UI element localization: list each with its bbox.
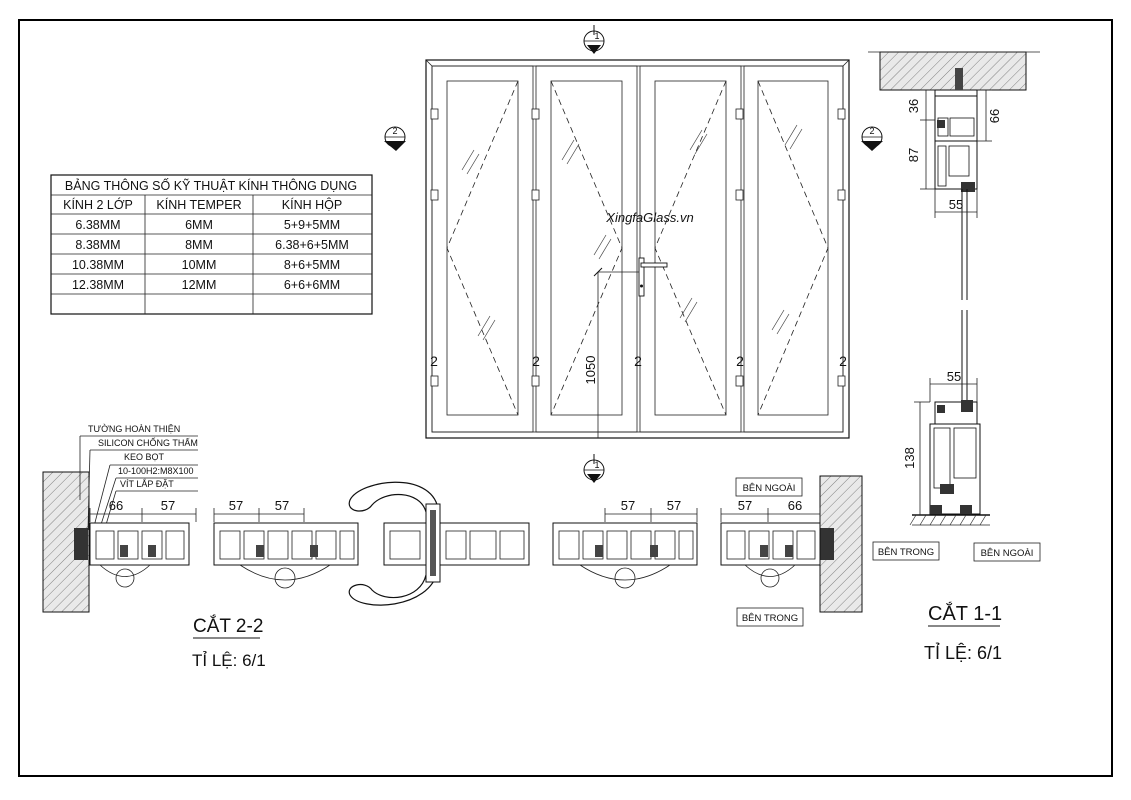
section-2-2-dimensions: 66 57 57 57 57 57 57 66	[89, 498, 821, 522]
section-1-1-drawing: 36 87 66 55 55 138	[868, 51, 1040, 526]
profile-frame-left	[89, 522, 190, 588]
label-inside-1-1: BÊN TRONG	[872, 541, 940, 561]
profile-frame-right	[720, 522, 821, 588]
label-outside-2-2: BÊN NGOÀI	[735, 477, 803, 497]
door-handle-icon	[638, 257, 668, 297]
table-cell: 6+6+6MM	[284, 278, 340, 292]
callout-foam: KEO BỌT	[124, 452, 165, 462]
table-cell: 8MM	[185, 238, 213, 252]
svg-text:66: 66	[788, 498, 802, 513]
door-leaf	[639, 65, 742, 433]
svg-text:2: 2	[869, 126, 874, 136]
section-marker-left: 2	[384, 126, 406, 151]
dim-138: 138	[902, 447, 917, 469]
profile-sash-2	[552, 522, 698, 589]
table-cell: 6.38+6+5MM	[275, 238, 349, 252]
glass-spec-table: BẢNG THÔNG SỐ KỸ THUẬT KÍNH THÔNG DỤNG K…	[50, 174, 373, 315]
svg-text:57: 57	[229, 498, 243, 513]
hinge-mark: 2	[430, 353, 438, 369]
door-leaf	[535, 65, 638, 433]
sheet-border	[18, 19, 1113, 777]
dim-55-bottom: 55	[947, 369, 961, 384]
callout-silicon: SILICON CHỐNG THẤM	[98, 437, 198, 448]
svg-text:57: 57	[275, 498, 289, 513]
label-outside-1-1: BÊN NGOÀI	[973, 542, 1041, 562]
profile-sash-1	[213, 522, 359, 589]
door-elevation: 2 2 2 2 2 1050 XingfaGlass.vn	[425, 59, 850, 439]
table-cell: 5+9+5MM	[284, 218, 340, 232]
table-cell: 12.38MM	[72, 278, 124, 292]
dim-36: 36	[906, 99, 921, 113]
section-2-2-title: CẮT 2-2	[193, 615, 263, 637]
table-header-laminated: KÍNH 2 LỚP	[63, 197, 133, 212]
section-2-2-callouts: TƯỜNG HOÀN THIỆN SILICON CHỐNG THẤM KEO …	[79, 424, 198, 546]
table-header-insulated: KÍNH HỘP	[282, 197, 342, 212]
svg-text:1: 1	[594, 31, 599, 41]
dim-87: 87	[906, 148, 921, 162]
table-cell: 10.38MM	[72, 258, 124, 272]
door-leaf	[431, 65, 534, 433]
callout-wall: TƯỜNG HOÀN THIỆN	[88, 424, 180, 434]
profile-center-with-handle	[348, 481, 530, 606]
section-1-1-scale: TỈ LỆ: 6/1	[924, 642, 1002, 663]
table-cell: 10MM	[182, 258, 217, 272]
table-cell: 8.38MM	[75, 238, 120, 252]
hinge-mark: 2	[532, 353, 540, 369]
dim-66: 66	[987, 109, 1002, 123]
section-marker-top: 1	[583, 25, 605, 54]
svg-text:57: 57	[621, 498, 635, 513]
svg-text:BÊN TRONG: BÊN TRONG	[742, 613, 798, 624]
callout-anchor: 10-100H2:M8X100	[118, 466, 194, 476]
svg-text:2: 2	[392, 126, 397, 136]
table-cell: 6.38MM	[75, 218, 120, 232]
hinge-mark: 2	[736, 353, 744, 369]
table-cell: 8+6+5MM	[284, 258, 340, 272]
callout-screw: VÍT LẮP ĐẶT	[120, 479, 174, 489]
svg-text:BÊN NGOÀI: BÊN NGOÀI	[981, 548, 1034, 559]
dim-55-top: 55	[949, 197, 963, 212]
svg-text:57: 57	[161, 498, 175, 513]
section-marker-right: 2	[861, 126, 883, 151]
svg-text:57: 57	[667, 498, 681, 513]
section-marker-bottom: 1	[583, 454, 605, 483]
svg-text:57: 57	[738, 498, 752, 513]
svg-text:BÊN TRONG: BÊN TRONG	[878, 547, 934, 558]
table-cell: 6MM	[185, 218, 213, 232]
section-2-2-left-wall	[42, 471, 90, 613]
label-inside-2-2: BÊN TRONG	[736, 607, 804, 627]
door-leaf	[743, 65, 844, 433]
table-header-tempered: KÍNH TEMPER	[156, 197, 241, 212]
table-cell: 12MM	[182, 278, 217, 292]
svg-text:1050: 1050	[583, 356, 598, 385]
table-title: BẢNG THÔNG SỐ KỸ THUẬT KÍNH THÔNG DỤNG	[65, 178, 357, 193]
section-2-2-right-wall	[819, 475, 863, 613]
handle-height-dimension: 1050	[583, 267, 639, 438]
watermark-text: XingfaGlass.vn	[605, 210, 693, 225]
section-2-2-scale: TỈ LỆ: 6/1	[192, 651, 266, 670]
hinge-mark: 2	[839, 353, 847, 369]
section-1-1-title: CẮT 1-1	[928, 601, 1002, 625]
hinge-mark: 2	[634, 353, 642, 369]
svg-text:BÊN NGOÀI: BÊN NGOÀI	[743, 483, 796, 494]
svg-text:66: 66	[109, 498, 123, 513]
svg-text:1: 1	[594, 460, 599, 470]
